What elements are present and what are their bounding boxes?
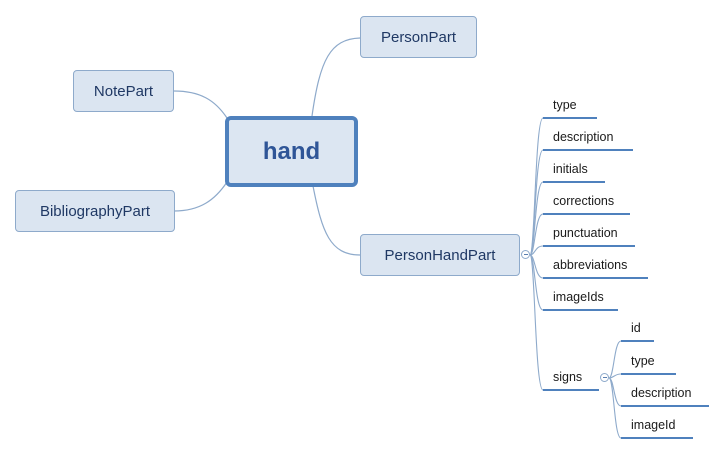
leaf-signs-imageid-underline: [621, 437, 693, 439]
leaf-signs-id-underline: [621, 340, 654, 342]
topic-person-part[interactable]: PersonPart: [360, 16, 477, 58]
leaf-type-underline: [543, 117, 597, 119]
connector-root-personpart: [311, 37, 361, 117]
leaf-description[interactable]: description: [553, 130, 614, 144]
leaf-type[interactable]: type: [553, 98, 577, 112]
central-topic-hand[interactable]: hand: [225, 116, 358, 187]
collapse-toggle-person-hand-part[interactable]: [521, 250, 530, 259]
leaf-abbreviations[interactable]: abbreviations: [553, 258, 628, 272]
leaf-signs-imageid[interactable]: imageId: [631, 418, 676, 432]
leaf-signs-description[interactable]: description: [631, 386, 692, 400]
connector-root-personhandpart: [312, 185, 361, 256]
collapse-toggle-signs[interactable]: [600, 373, 609, 382]
leaf-initials[interactable]: initials: [553, 162, 588, 176]
topic-bibliography-part[interactable]: BibliographyPart: [15, 190, 175, 232]
leaf-signs-description-underline: [621, 405, 709, 407]
leaf-corrections-underline: [543, 213, 630, 215]
leaf-signs[interactable]: signs: [553, 370, 583, 384]
connector-personhandpart-children: [529, 117, 544, 391]
leaf-initials-underline: [543, 181, 605, 183]
leaf-signs-type[interactable]: type: [631, 354, 655, 368]
leaf-signs-underline: [543, 389, 599, 391]
leaf-imageids[interactable]: imageIds: [553, 290, 604, 304]
connector-root-bibliographypart: [173, 181, 228, 212]
leaf-signs-id[interactable]: id: [631, 321, 641, 335]
leaf-imageids-underline: [543, 309, 618, 311]
connector-root-notepart: [173, 90, 228, 119]
topic-note-part[interactable]: NotePart: [73, 70, 174, 112]
leaf-abbreviations-underline: [543, 277, 648, 279]
leaf-punctuation-underline: [543, 245, 635, 247]
leaf-punctuation[interactable]: punctuation: [553, 226, 618, 240]
connector-signs-children: [608, 340, 622, 439]
leaf-corrections[interactable]: corrections: [553, 194, 615, 208]
leaf-signs-type-underline: [621, 373, 676, 375]
leaf-description-underline: [543, 149, 633, 151]
topic-person-hand-part[interactable]: PersonHandPart: [360, 234, 520, 276]
